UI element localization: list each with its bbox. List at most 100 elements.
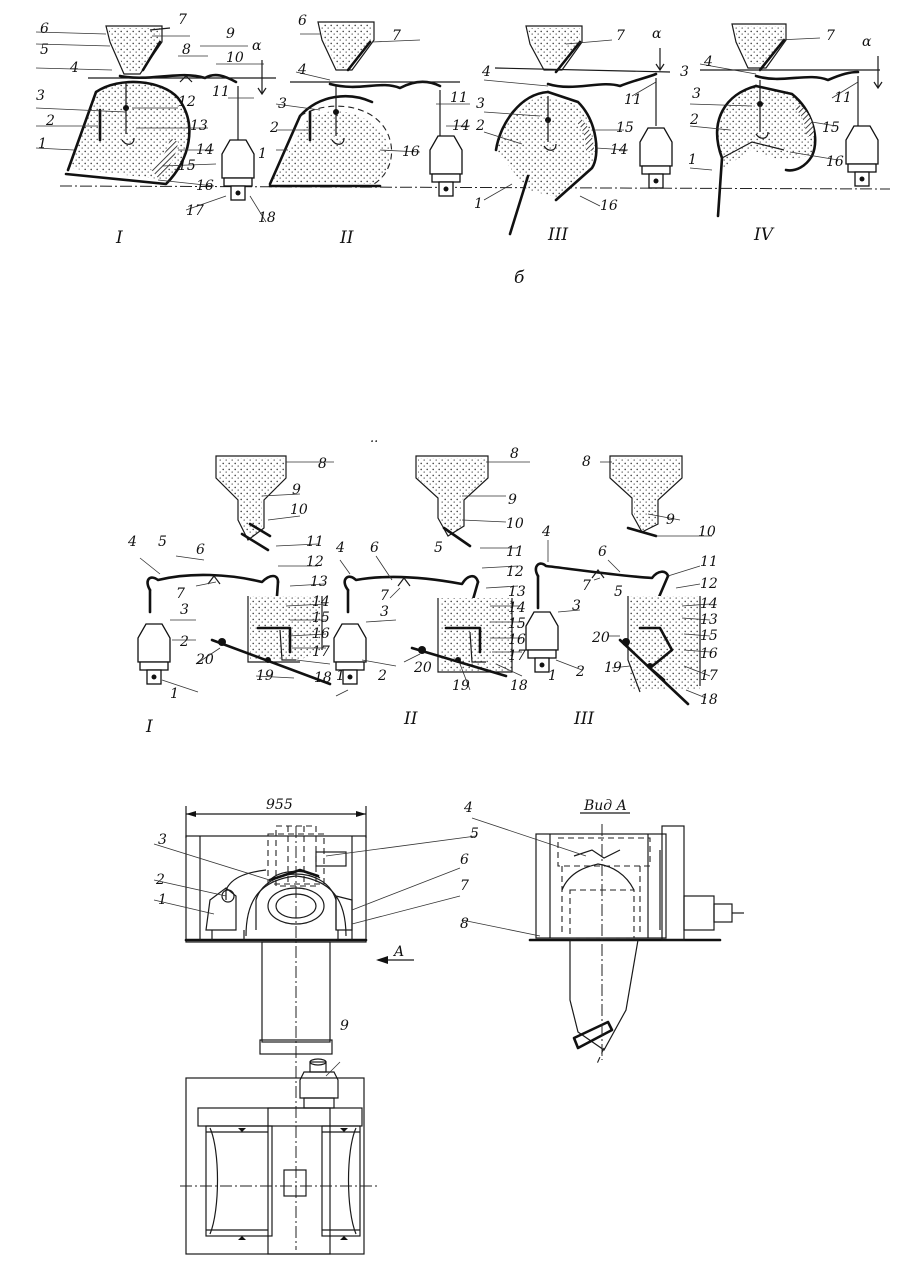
mid-panel-2-leaders <box>335 461 530 697</box>
bottom-num-5: 5 <box>470 826 479 842</box>
bottom-num-2: 2 <box>155 872 165 888</box>
side-view-a: Вид A <box>528 798 744 1067</box>
alpha-1: α <box>252 38 262 54</box>
view-arrow-a: A <box>376 944 414 964</box>
sublabel-b: б <box>514 268 525 288</box>
mp3-num-3: 3 <box>572 598 581 614</box>
mp3-num-8: 8 <box>582 454 591 470</box>
mid-panel-1-leaders <box>139 461 334 693</box>
mp1-num-15: 15 <box>312 610 330 626</box>
mid-panel-1: 8 9 10 11 12 13 14 15 16 17 18 19 20 7 6… <box>127 455 334 737</box>
mp2-num-3: 3 <box>380 604 389 620</box>
top-panel-1-leaders <box>35 31 267 223</box>
p1-num-18: 18 <box>258 210 276 226</box>
mp2-num-20: 20 <box>413 660 432 676</box>
mp2-num-9: 9 <box>508 492 517 508</box>
top-panel-3: 7 4 3 2 1 11 15 14 16 α 3 III <box>474 25 689 245</box>
p2-num-2: 2 <box>269 120 279 136</box>
mp3-num-17: 17 <box>700 668 718 684</box>
p1-num-3: 3 <box>36 88 45 104</box>
roman-mid-3: III <box>573 709 594 729</box>
mp3-num-16: 16 <box>700 646 718 662</box>
p1-num-11: 11 <box>212 84 230 100</box>
top-panel-4: 7 4 3 2 1 11 15 16 α IV <box>688 23 883 245</box>
p1-num-6: 6 <box>40 21 49 37</box>
p3-num-1: 1 <box>474 196 483 212</box>
bottom-num-6: 6 <box>460 852 469 868</box>
mp1-num-12: 12 <box>306 554 324 570</box>
p2-num-1: 1 <box>258 146 267 162</box>
bottom-num-4: 4 <box>463 800 473 816</box>
mp1-num-17: 17 <box>312 644 330 660</box>
mp1-num-19: 19 <box>256 668 274 684</box>
mp2-num-5: 5 <box>434 540 443 556</box>
mp3-num-5: 5 <box>614 584 623 600</box>
p4-num-2: 2 <box>689 112 699 128</box>
p1-num-16: 16 <box>196 178 214 194</box>
mid-star: .. <box>370 431 378 446</box>
p2-num-7: 7 <box>392 28 401 44</box>
arrow-a-label: A <box>392 944 404 960</box>
mp1-num-11: 11 <box>306 534 324 550</box>
bottom-num-8: 8 <box>460 916 469 932</box>
mp2-num-7: 7 <box>380 588 389 604</box>
mp3-num-1: 1 <box>548 668 557 684</box>
middle-figure: .. <box>127 431 718 737</box>
p2-num-16: 16 <box>402 144 420 160</box>
mp2-num-1: 1 <box>336 668 345 684</box>
mp2-num-10: 10 <box>506 516 524 532</box>
mp2-num-12: 12 <box>506 564 524 580</box>
p3-num-16: 16 <box>600 198 618 214</box>
mp1-num-16: 16 <box>312 626 330 642</box>
p1-num-13: 13 <box>190 118 208 134</box>
p1-num-4: 4 <box>69 60 79 76</box>
p3-num-11: 11 <box>624 92 642 108</box>
mp2-num-8: 8 <box>510 446 519 462</box>
p1-num-7: 7 <box>178 12 187 28</box>
mp3-num-9: 9 <box>666 512 675 528</box>
mp1-num-18: 18 <box>314 670 332 686</box>
p4-num-15: 15 <box>822 120 840 136</box>
mp3-num-19: 19 <box>604 660 622 676</box>
mp2-num-6: 6 <box>370 540 379 556</box>
roman-top-4: IV <box>753 225 775 245</box>
mp2-num-18: 18 <box>510 678 528 694</box>
p2-num-4: 4 <box>297 62 307 78</box>
roman-top-2: II <box>339 228 354 248</box>
mp3-num-20: 20 <box>591 630 610 646</box>
mp1-num-2: 2 <box>179 634 189 650</box>
mp2-num-15: 15 <box>508 616 526 632</box>
side-view-leaders <box>461 817 587 937</box>
p1-num-9: 9 <box>226 26 235 42</box>
mp3-num-2: 2 <box>575 664 585 680</box>
view-a-title: Вид A <box>583 798 627 814</box>
mp1-num-8: 8 <box>318 456 327 472</box>
p2-num-3: 3 <box>278 96 287 112</box>
p3-num-14: 14 <box>610 142 628 158</box>
mp2-num-2: 2 <box>377 668 387 684</box>
bottom-num-9: 9 <box>340 1018 349 1034</box>
top-panel-1: 6 5 4 3 2 1 7 8 9 10 11 12 13 14 15 16 1… <box>35 12 276 248</box>
motor-9 <box>299 1058 339 1109</box>
mp3-num-10: 10 <box>698 524 716 540</box>
p1-num-15: 15 <box>178 158 196 174</box>
mp2-num-13: 13 <box>508 584 526 600</box>
p3-num-15: 15 <box>616 120 634 136</box>
bottom-num-1: 1 <box>158 892 167 908</box>
p4-num-16: 16 <box>826 154 844 170</box>
p1-num-8: 8 <box>182 42 191 58</box>
mp1-num-13: 13 <box>310 574 328 590</box>
roman-mid-2: II <box>403 709 418 729</box>
mp3-num-14: 14 <box>700 596 718 612</box>
mid-panel-2: 8 9 10 11 12 13 14 15 16 17 18 19 20 7 6… <box>333 446 530 729</box>
mp1-num-9: 9 <box>292 482 301 498</box>
p1-num-12: 12 <box>178 94 196 110</box>
mp2-num-17: 17 <box>508 648 526 664</box>
mid-panel-3: 8 9 10 11 12 14 13 15 16 17 18 19 20 7 6… <box>525 454 718 729</box>
mp1-num-20: 20 <box>195 652 214 668</box>
mp2-num-11: 11 <box>506 544 524 560</box>
roman-top-3: III <box>547 225 568 245</box>
mp1-num-14: 14 <box>312 594 330 610</box>
alpha-3: α <box>652 26 662 42</box>
p1-num-14: 14 <box>196 142 214 158</box>
